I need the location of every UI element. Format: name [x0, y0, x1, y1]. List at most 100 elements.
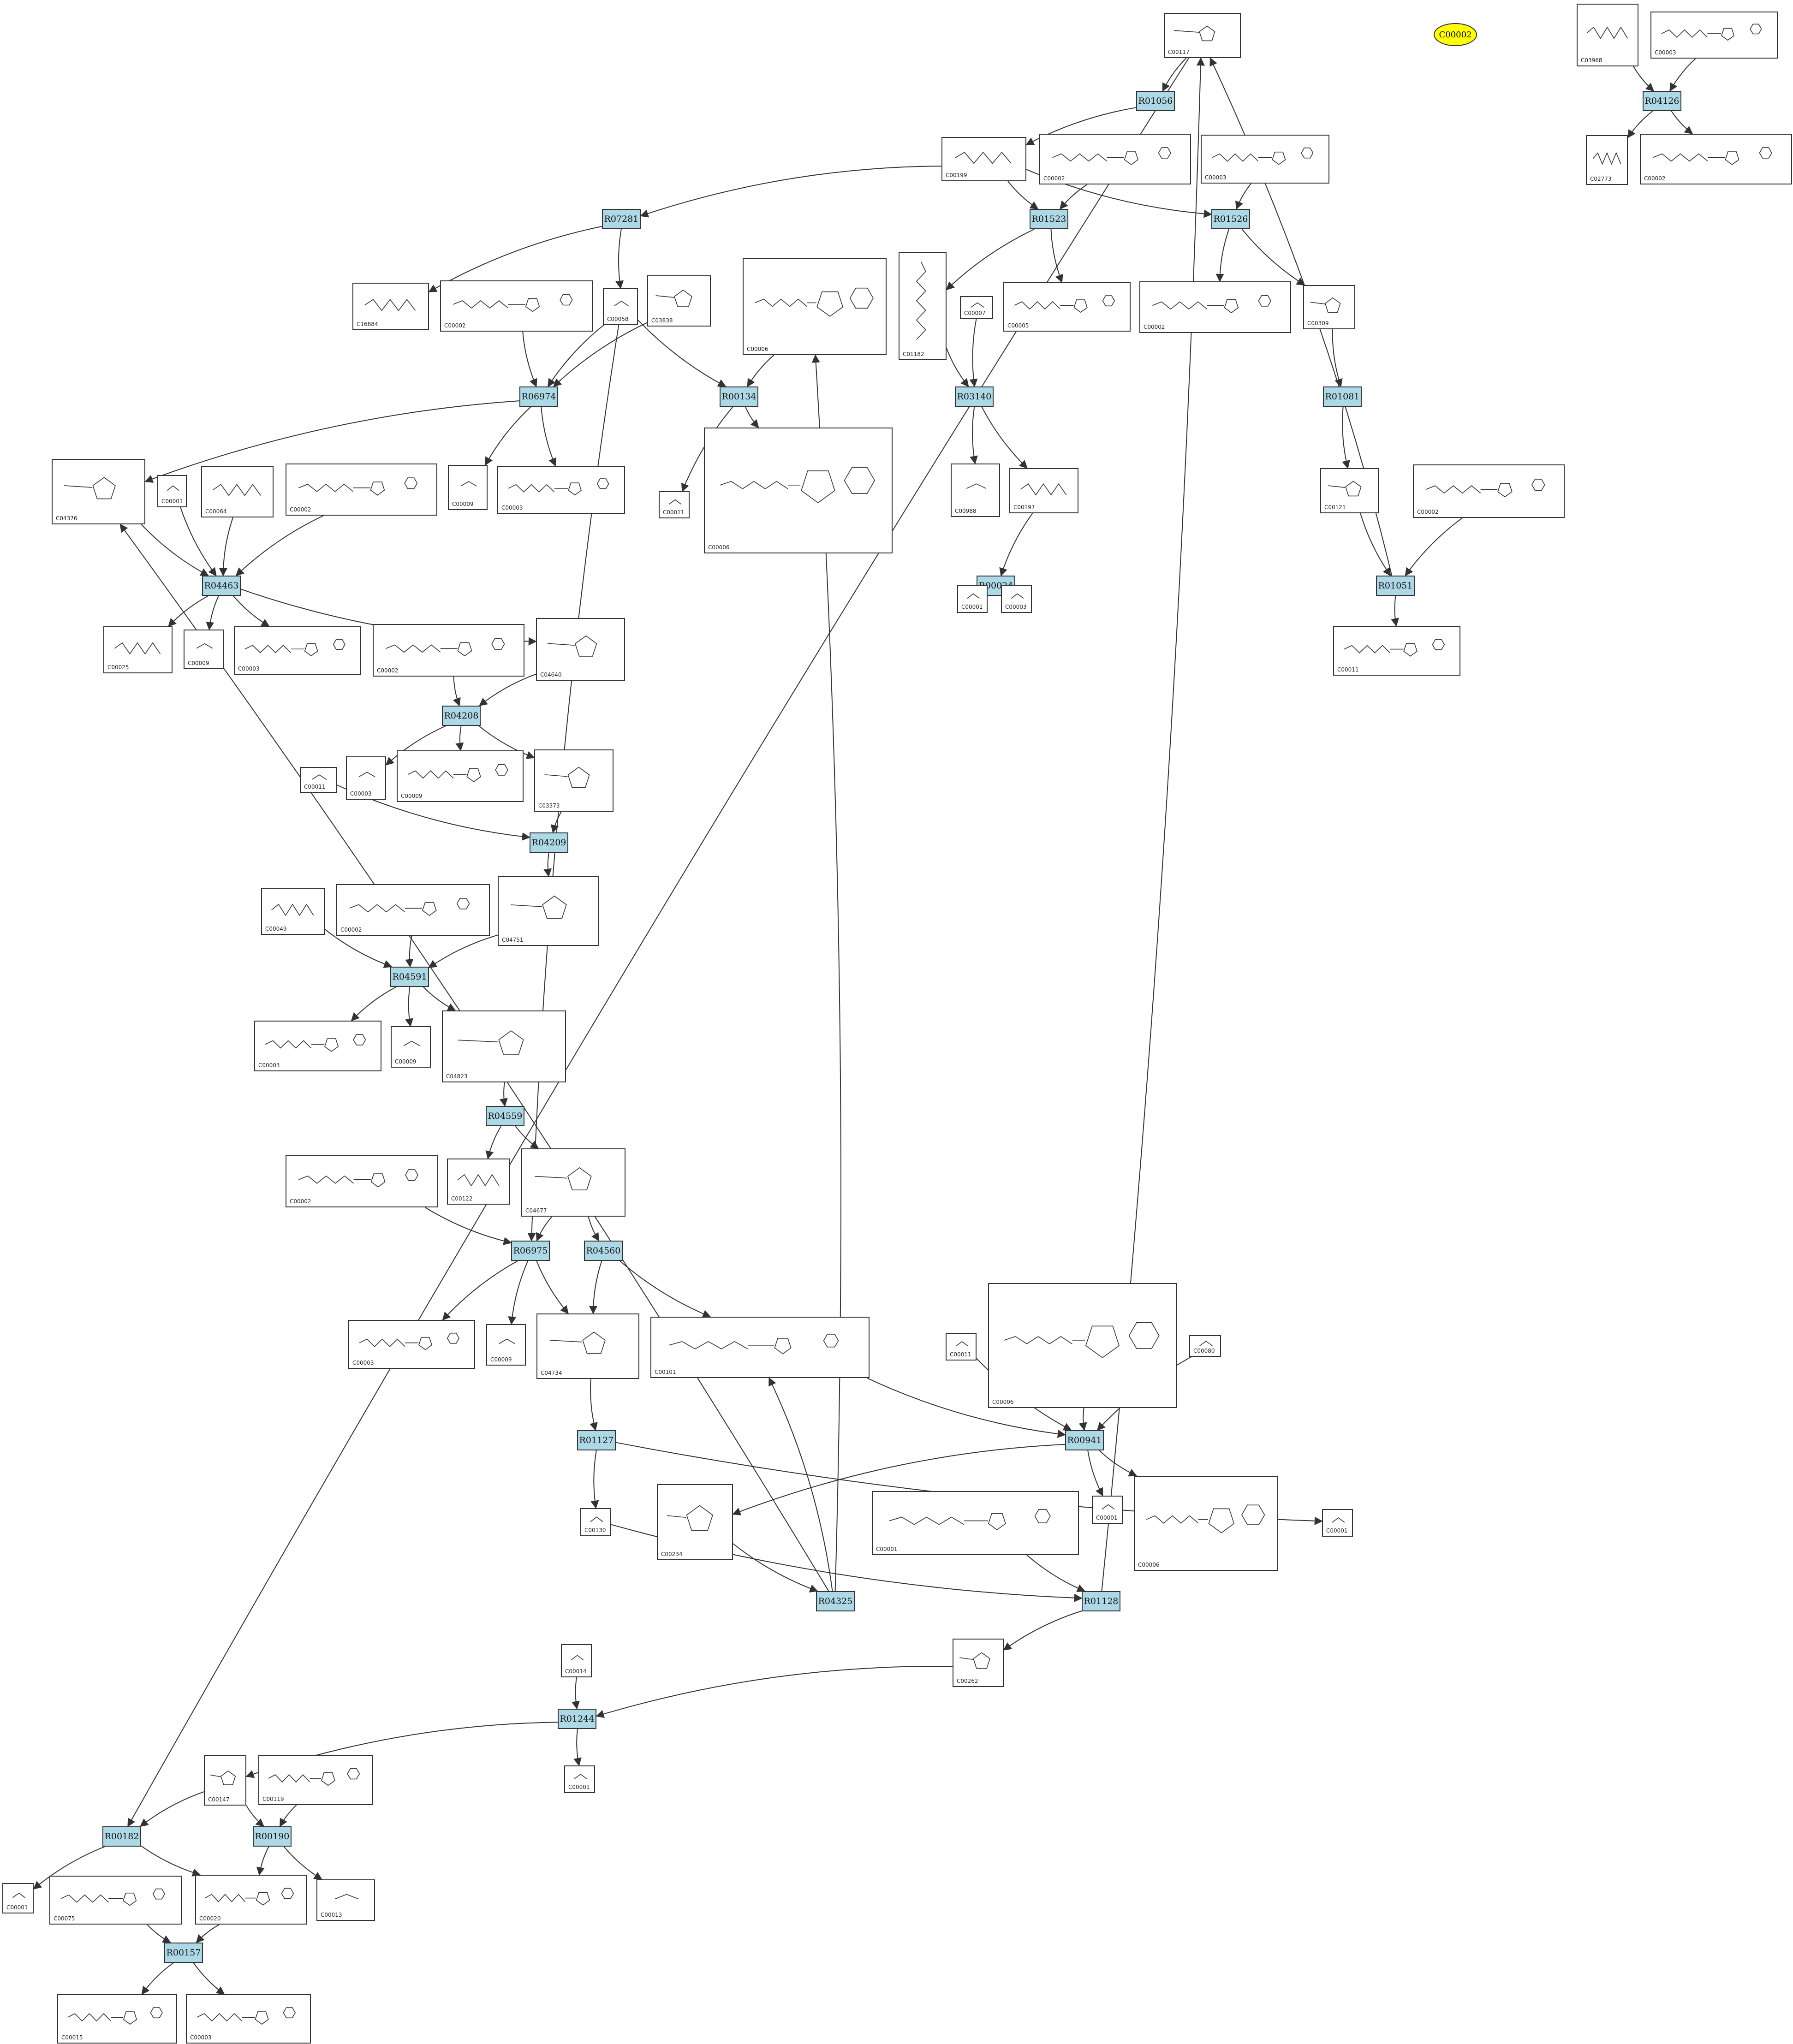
reaction-node[interactable]: R00157 — [164, 1943, 203, 1963]
compound-node[interactable]: C00002 — [373, 624, 524, 677]
compound-node[interactable]: C00001 — [564, 1765, 595, 1793]
compound-node[interactable]: C04751 — [498, 876, 599, 946]
compound-node[interactable]: C00199 — [941, 137, 1026, 181]
reaction-node[interactable]: R06975 — [511, 1241, 550, 1261]
compound-node[interactable]: C00005 — [1003, 282, 1131, 332]
compound-node[interactable]: C00122 — [447, 1159, 510, 1205]
compound-node[interactable]: C00011 — [946, 1333, 977, 1361]
compound-node[interactable]: C00049 — [261, 888, 325, 935]
reaction-node[interactable]: R04126 — [1643, 91, 1681, 111]
compound-node[interactable]: C00002 — [1640, 134, 1792, 184]
compound-node[interactable]: C00002 — [1139, 281, 1291, 333]
compound-node[interactable]: C04640 — [536, 618, 625, 681]
reaction-node[interactable]: R04559 — [486, 1106, 524, 1126]
compound-node[interactable]: C00002 — [1039, 134, 1191, 184]
compound-node[interactable]: C00003 — [1201, 135, 1329, 184]
compound-node[interactable]: C00009 — [391, 1026, 431, 1068]
compound-node[interactable]: C00003 — [1001, 585, 1032, 613]
compound-node[interactable]: C00058 — [603, 288, 638, 325]
compound-node[interactable]: C00075 — [49, 1876, 182, 1925]
compound-node[interactable]: C00003 — [186, 1994, 311, 2044]
compound-node[interactable]: C00001 — [1322, 1509, 1353, 1537]
compound-node[interactable]: C00011 — [659, 491, 690, 518]
compound-node[interactable]: C00001 — [872, 1491, 1079, 1555]
reaction-node[interactable]: R04560 — [584, 1241, 623, 1261]
reaction-node[interactable]: R00182 — [102, 1826, 141, 1847]
compound-node[interactable]: C00006 — [1134, 1476, 1278, 1571]
reaction-node[interactable]: R01056 — [1136, 91, 1175, 111]
compound-node[interactable]: C00002 — [1413, 464, 1565, 518]
reaction-node[interactable]: R04208 — [442, 706, 481, 726]
reaction-node[interactable]: R04209 — [530, 832, 568, 853]
reaction-node[interactable]: R04463 — [202, 576, 241, 596]
compound-node[interactable]: C00003 — [348, 1320, 475, 1369]
compound-node[interactable]: C02773 — [1586, 135, 1628, 185]
reaction-node[interactable]: R01523 — [1030, 209, 1068, 229]
compound-node[interactable]: C00001 — [1092, 1496, 1123, 1524]
compound-node[interactable]: C00001 — [957, 585, 988, 613]
compound-node[interactable]: C00002 — [286, 1155, 438, 1207]
compound-node[interactable]: C00006 — [704, 428, 893, 553]
compound-node[interactable]: C00002 — [286, 463, 437, 516]
compound-node[interactable]: C00117 — [1164, 13, 1241, 58]
compound-node[interactable]: C00001 — [157, 475, 187, 507]
compound-node[interactable]: C00011 — [300, 767, 337, 793]
reaction-node[interactable]: R01051 — [1376, 576, 1415, 596]
compound-node[interactable]: C00014 — [561, 1644, 592, 1677]
reaction-node[interactable]: R00134 — [720, 386, 758, 407]
compound-node[interactable]: C00002 — [440, 280, 593, 332]
compound-node[interactable]: C00025 — [103, 626, 173, 673]
compound-node[interactable]: C00013 — [316, 1879, 375, 1921]
compound-node[interactable]: C01182 — [899, 252, 947, 360]
compound-node[interactable]: C00011 — [1333, 626, 1460, 676]
compound-node[interactable]: C00988 — [951, 463, 1000, 517]
compound-node[interactable]: C16884 — [352, 283, 429, 330]
compound-node[interactable]: C00009 — [397, 750, 524, 802]
compound-node[interactable]: C04376 — [52, 459, 145, 524]
highlight-compound-node[interactable]: C00002 — [1434, 23, 1477, 46]
reaction-node[interactable]: R06974 — [519, 386, 558, 407]
compound-node[interactable]: C00121 — [1320, 468, 1379, 513]
reaction-node[interactable]: R01526 — [1211, 209, 1250, 229]
reaction-node[interactable]: R01128 — [1082, 1591, 1120, 1611]
reaction-node[interactable]: R00941 — [1065, 1430, 1104, 1450]
compound-node[interactable]: C00080 — [1189, 1335, 1221, 1357]
compound-node[interactable]: C00234 — [657, 1484, 733, 1560]
compound-node[interactable]: C00001 — [2, 1883, 34, 1913]
compound-node[interactable]: C03838 — [647, 275, 711, 327]
compound-node[interactable]: C00003 — [234, 626, 361, 675]
reaction-node[interactable]: R04325 — [816, 1591, 855, 1611]
compound-node[interactable]: C00003 — [1650, 12, 1778, 59]
reaction-node[interactable]: R01081 — [1323, 386, 1362, 407]
compound-node[interactable]: C00015 — [57, 1994, 177, 2044]
compound-node[interactable]: C00009 — [184, 630, 224, 669]
compound-node[interactable]: C00009 — [448, 465, 488, 510]
compound-node[interactable]: C03373 — [534, 749, 614, 812]
compound-node[interactable]: C00007 — [960, 296, 993, 319]
compound-node[interactable]: C00006 — [988, 1283, 1177, 1408]
compound-node[interactable]: C00020 — [195, 1875, 307, 1925]
compound-node[interactable]: C00009 — [486, 1324, 526, 1366]
compound-node[interactable]: C04823 — [442, 1010, 566, 1082]
compound-node[interactable]: C00003 — [346, 756, 386, 800]
reaction-node[interactable]: R07281 — [602, 209, 641, 229]
compound-node[interactable]: C00064 — [201, 466, 274, 517]
compound-node[interactable]: C00197 — [1009, 468, 1078, 513]
compound-node[interactable]: C00130 — [580, 1508, 611, 1536]
compound-node[interactable]: C00101 — [650, 1317, 870, 1378]
reaction-node[interactable]: R03140 — [955, 386, 994, 407]
reaction-node[interactable]: R01244 — [558, 1709, 596, 1729]
compound-node[interactable]: C00119 — [258, 1755, 373, 1805]
reaction-node[interactable]: R04591 — [390, 967, 429, 987]
compound-node[interactable]: C00003 — [497, 466, 625, 514]
compound-node[interactable]: C00006 — [743, 258, 887, 355]
compound-node[interactable]: C00309 — [1303, 285, 1355, 329]
compound-node[interactable]: C00262 — [953, 1639, 1004, 1687]
compound-node[interactable]: C04677 — [521, 1148, 625, 1217]
compound-node[interactable]: C04734 — [536, 1313, 639, 1379]
compound-node[interactable]: C00003 — [254, 1021, 381, 1071]
reaction-node[interactable]: R00190 — [253, 1826, 292, 1847]
compound-node[interactable]: C00147 — [204, 1755, 246, 1806]
compound-node[interactable]: C03968 — [1577, 4, 1638, 66]
compound-node[interactable]: C00002 — [336, 884, 490, 936]
